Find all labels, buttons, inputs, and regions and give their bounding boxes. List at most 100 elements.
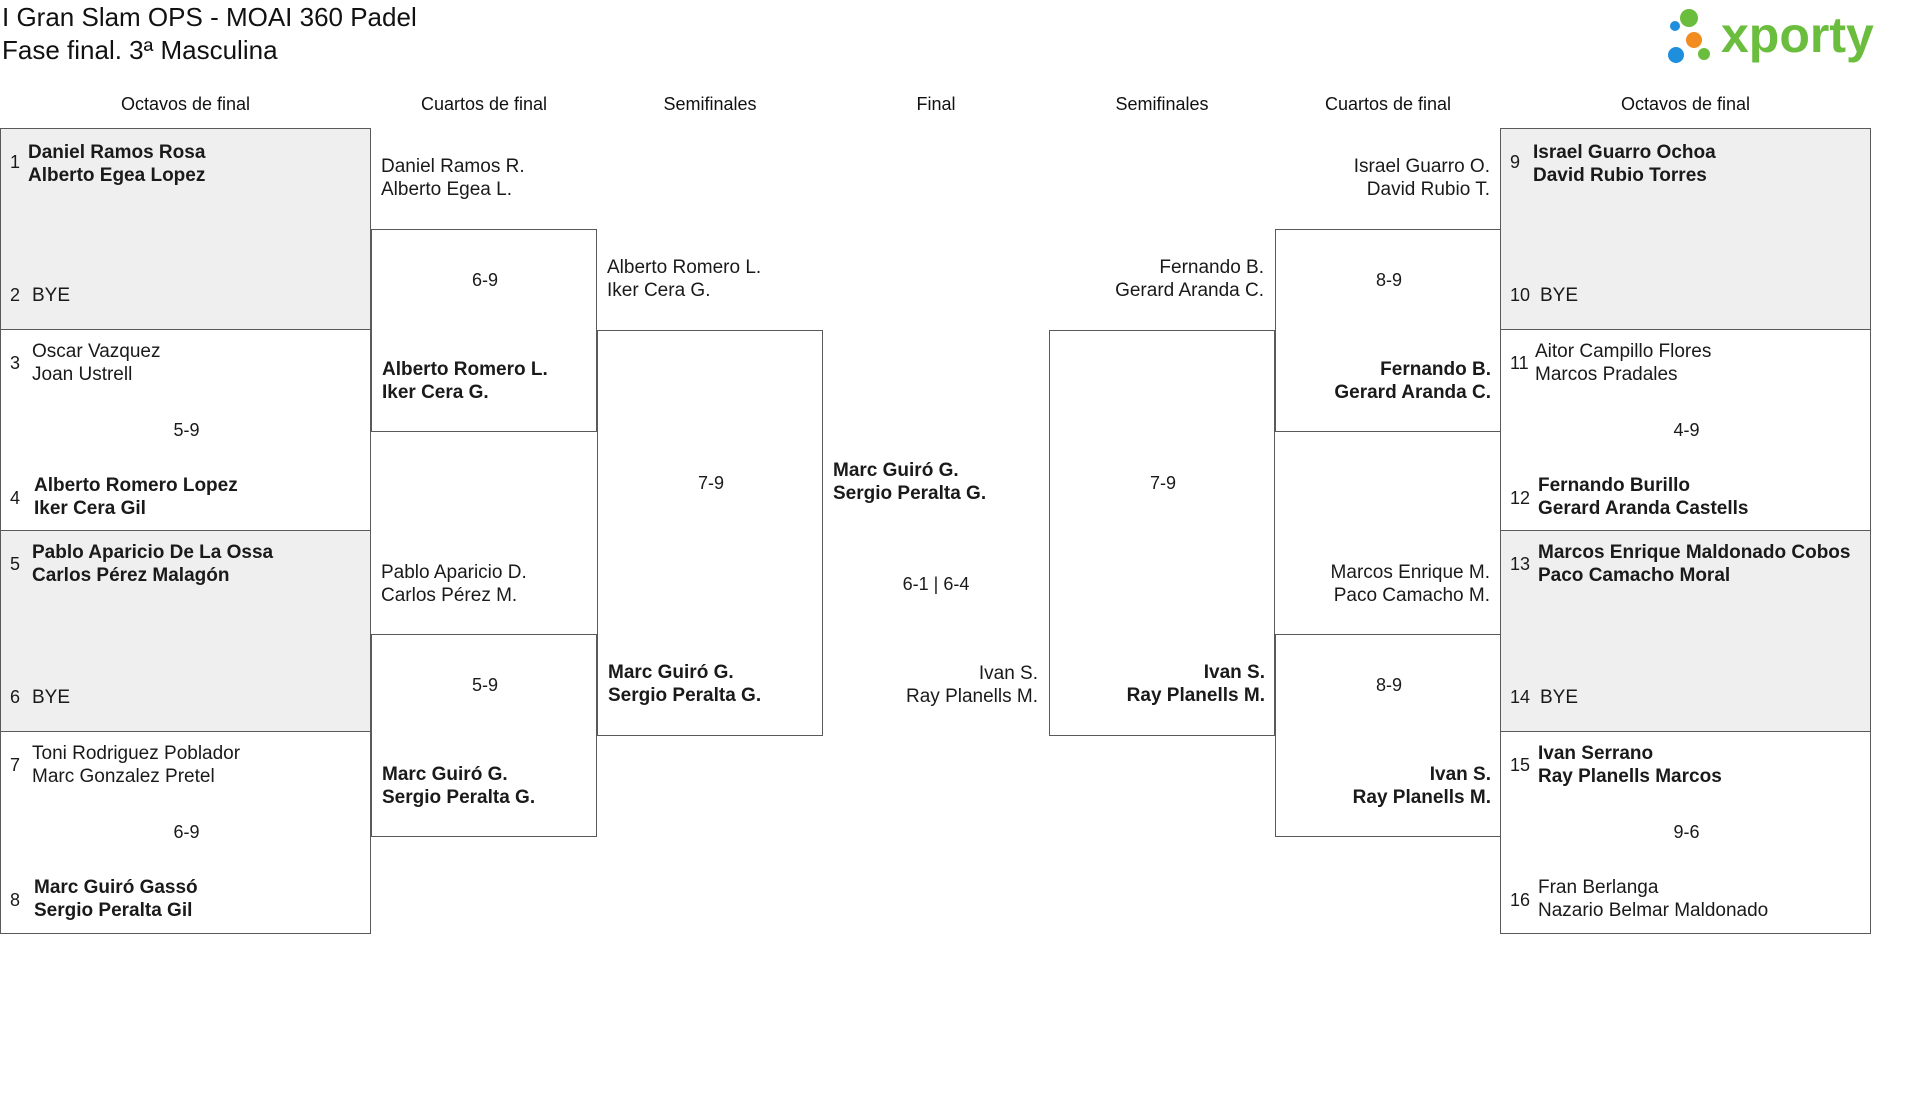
player-name: Ivan S.	[1429, 764, 1491, 785]
match-score: 8-9	[1375, 675, 1402, 695]
xporty-logo[interactable]: xporty	[1667, 4, 1902, 70]
player-name: Oscar Vazquez	[32, 341, 161, 362]
r16-right-match-2[interactable]: 11 Aitor Campillo Flores Marcos Pradales…	[1500, 329, 1871, 531]
player-name: Israel Guarro Ochoa	[1533, 142, 1716, 163]
header-qf-right: Cuartos de final	[1324, 94, 1452, 114]
r16-left-match-1[interactable]: 1 Daniel Ramos Rosa Alberto Egea Lopez 2…	[0, 128, 371, 330]
r16-right-match-3[interactable]: 13 Marcos Enrique Maldonado Cobos Paco C…	[1500, 530, 1871, 732]
seed-number: 5	[10, 554, 21, 574]
match-score: 4-9	[1673, 420, 1700, 440]
final-score: 6-1 | 6-4	[902, 574, 970, 594]
seed-number: 16	[1510, 890, 1531, 910]
player-name: Marcos Enrique Maldonado Cobos	[1538, 542, 1851, 563]
match-score: 5-9	[471, 675, 498, 695]
player-name: Marc Guiró G.	[608, 662, 734, 683]
sf-left-team-a-name: Alberto Romero L.	[607, 257, 762, 278]
bye-label: BYE	[1540, 285, 1579, 306]
sf-left-match[interactable]: 7-9 Marc Guiró G. Sergio Peralta G.	[597, 330, 823, 736]
final-team-b-name: Ivan S.	[978, 663, 1038, 684]
sf-right-team-a-name: Fernando B.	[1159, 257, 1264, 278]
page-subtitle: Fase final. 3ª Masculina	[2, 35, 278, 65]
qf-right-match-1[interactable]: 8-9 Fernando B. Gerard Aranda C.	[1275, 229, 1501, 432]
player-name: Iker Cera G.	[382, 382, 489, 403]
r16-right-match-4[interactable]: 15 Ivan Serrano Ray Planells Marcos 9-6 …	[1500, 731, 1871, 934]
match-score: 9-6	[1673, 822, 1700, 842]
player-name: Ray Planells M.	[1352, 787, 1491, 808]
player-name: Daniel Ramos Rosa	[28, 142, 206, 163]
xporty-logo-text: xporty	[1721, 7, 1874, 63]
qf-left-1-team-a-name: Alberto Egea L.	[381, 179, 512, 200]
seed-number: 3	[10, 353, 21, 373]
player-name: Paco Camacho Moral	[1538, 565, 1731, 586]
player-name: Marc Guiró Gassó	[34, 877, 198, 898]
player-name: Gerard Aranda C.	[1334, 382, 1491, 403]
player-name: Fernando Burillo	[1538, 475, 1690, 496]
qf-left-match-1[interactable]: 6-9 Alberto Romero L. Iker Cera G.	[371, 229, 597, 432]
seed-number: 11	[1510, 353, 1529, 373]
player-name: Nazario Belmar Maldonado	[1538, 900, 1769, 921]
seed-number: 6	[10, 687, 21, 707]
match-score: 8-9	[1375, 270, 1402, 290]
seed-number: 2	[10, 285, 21, 305]
seed-number: 8	[10, 890, 21, 910]
r16-left-match-3[interactable]: 5 Pablo Aparicio De La Ossa Carlos Pérez…	[0, 530, 371, 732]
player-name: Joan Ustrell	[32, 364, 133, 385]
player-name: Alberto Romero Lopez	[34, 475, 238, 496]
header-r16-left: Octavos de final	[120, 94, 251, 114]
qf-left-match-2[interactable]: 5-9 Marc Guiró G. Sergio Peralta G.	[371, 634, 597, 837]
header-final: Final	[916, 94, 956, 114]
player-name: Ray Planells Marcos	[1538, 766, 1722, 787]
r16-left-match-2[interactable]: 3 Oscar Vazquez Joan Ustrell 5-9 4 Alber…	[0, 329, 371, 531]
player-name: Fran Berlanga	[1538, 877, 1659, 898]
header-sf-right: Semifinales	[1115, 94, 1209, 114]
seed-number: 10	[1510, 285, 1531, 305]
match-score: 6-9	[173, 822, 200, 842]
player-name: Gerard Aranda Castells	[1538, 498, 1749, 519]
seed-number: 7	[10, 755, 21, 775]
match-score: 6-9	[471, 270, 498, 290]
qf-left-2-team-a-name: Carlos Pérez M.	[381, 585, 518, 606]
r16-right-match-1[interactable]: 9 Israel Guarro Ochoa David Rubio Torres…	[1500, 128, 1871, 330]
qf-right-2-team-a-name: Paco Camacho M.	[1333, 585, 1490, 606]
player-name: Ivan Serrano	[1538, 743, 1654, 764]
match-score: 7-9	[1149, 473, 1176, 493]
qf-right-2-team-a-name: Marcos Enrique M.	[1330, 562, 1490, 583]
player-name: Carlos Pérez Malagón	[32, 565, 230, 586]
player-name: Sergio Peralta Gil	[34, 900, 193, 921]
player-name: Alberto Egea Lopez	[28, 165, 206, 186]
sf-right-team-a-name: Gerard Aranda C.	[1115, 280, 1264, 301]
qf-right-match-2[interactable]: 8-9 Ivan S. Ray Planells M.	[1275, 634, 1501, 837]
player-name: Toni Rodriguez Poblador	[32, 743, 241, 764]
player-name: Aitor Campillo Flores	[1535, 341, 1712, 362]
xporty-logo-icon	[1668, 9, 1710, 63]
player-name: Marc Guiró G.	[382, 764, 508, 785]
bye-label: BYE	[32, 285, 71, 306]
qf-left-2-team-a-name: Pablo Aparicio D.	[381, 562, 527, 583]
player-name: Iker Cera Gil	[34, 498, 146, 519]
player-name: Pablo Aparicio De La Ossa	[32, 542, 274, 563]
match-score: 7-9	[697, 473, 724, 493]
r16-left-match-4[interactable]: 7 Toni Rodriguez Poblador Marc Gonzalez …	[0, 731, 371, 934]
qf-right-1-team-a-name: David Rubio T.	[1366, 179, 1490, 200]
bye-label: BYE	[32, 687, 71, 708]
sf-right-match[interactable]: 7-9 Ivan S. Ray Planells M.	[1049, 330, 1275, 736]
player-name: Sergio Peralta G.	[382, 787, 536, 808]
seed-number: 1	[10, 152, 21, 172]
header-qf-left: Cuartos de final	[420, 94, 548, 114]
final-team-b-name: Ray Planells M.	[906, 686, 1038, 707]
seed-number: 4	[10, 488, 21, 508]
player-name: Ivan S.	[1203, 662, 1265, 683]
qf-left-1-team-a-name: Daniel Ramos R.	[381, 156, 525, 177]
player-name: Marc Gonzalez Pretel	[32, 766, 215, 787]
qf-right-1-team-a-name: Israel Guarro O.	[1353, 156, 1490, 177]
seed-number: 14	[1510, 687, 1531, 707]
player-name: Alberto Romero L.	[382, 359, 548, 380]
header-r16-right: Octavos de final	[1620, 94, 1751, 114]
final-team-a-name: Marc Guiró G.	[833, 460, 959, 481]
seed-number: 9	[1510, 152, 1521, 172]
sf-left-team-a-name: Iker Cera G.	[607, 280, 711, 301]
final-team-a-name: Sergio Peralta G.	[833, 483, 987, 504]
seed-number: 12	[1510, 488, 1531, 508]
bye-label: BYE	[1540, 687, 1579, 708]
player-name: Ray Planells M.	[1126, 685, 1265, 706]
